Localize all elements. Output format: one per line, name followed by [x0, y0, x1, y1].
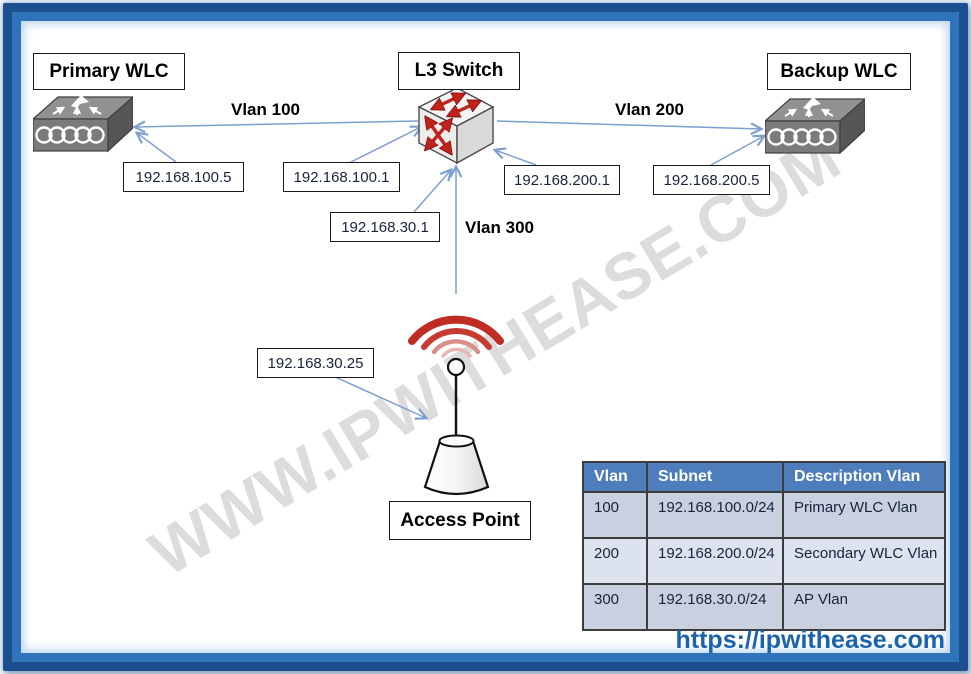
l3-switch-label: L3 Switch: [398, 52, 520, 90]
description-cell: Primary WLC Vlan: [782, 491, 946, 539]
primary-wlc-ip-arrow: [137, 133, 177, 163]
description-cell: Secondary WLC Vlan: [782, 537, 946, 585]
switch-vlan200-ip-box: 192.168.200.1: [504, 165, 620, 195]
vlan-cell: 200: [582, 537, 648, 585]
vlan200-label: Vlan 200: [615, 100, 684, 119]
ap-ip-arrow: [332, 375, 426, 418]
backup-wlc-ip-arrow: [710, 136, 764, 166]
ap-ip-box: 192.168.30.25: [257, 348, 374, 378]
subnet-cell: 192.168.100.0/24: [646, 491, 784, 539]
l3-switch-icon: [417, 87, 495, 165]
table-row: 100 192.168.100.0/24 Primary WLC Vlan: [582, 491, 946, 539]
switch-vlan100-ip-arrow: [350, 127, 421, 163]
radio-waves-icon: [408, 315, 504, 358]
access-point-label: Access Point: [389, 501, 531, 540]
connector-lines: [135, 120, 764, 418]
vlan-table-header-row: Vlan Subnet Description Vlan: [582, 461, 946, 493]
subnet-column-header: Subnet: [646, 461, 784, 493]
site-url-link[interactable]: https://ipwithease.com: [675, 626, 945, 654]
primary-wlc-label: Primary WLC: [33, 53, 185, 90]
frame-mid-border: [12, 12, 959, 662]
table-row: 300 192.168.30.0/24 AP Vlan: [582, 583, 946, 631]
description-cell: AP Vlan: [782, 583, 946, 631]
backup-wlc-icon: [765, 97, 865, 153]
switch-vlan300-ip-arrow: [413, 170, 451, 213]
subnet-cell: 192.168.200.0/24: [646, 537, 784, 585]
vlan200-link-line: [496, 120, 761, 129]
switch-vlan200-ip-arrow: [495, 150, 537, 166]
primary-wlc-ip-box: 192.168.100.5: [123, 162, 244, 192]
access-point-icon: [408, 315, 504, 496]
table-row: 200 192.168.200.0/24 Secondary WLC Vlan: [582, 537, 946, 585]
vlan-cell: 100: [582, 491, 648, 539]
vlan-cell: 300: [582, 583, 648, 631]
vlan-column-header: Vlan: [582, 461, 648, 493]
backup-wlc-label: Backup WLC: [767, 53, 911, 90]
vlan100-label: Vlan 100: [231, 100, 300, 119]
primary-wlc-icon: [33, 95, 133, 151]
switch-vlan100-ip-box: 192.168.100.1: [283, 162, 400, 192]
frame-outer-border: [3, 3, 968, 671]
vlan-table: Vlan Subnet Description Vlan 100 192.168…: [582, 461, 946, 631]
vlan100-link-line: [135, 120, 419, 127]
vlan300-label: Vlan 300: [465, 218, 534, 237]
description-column-header: Description Vlan: [782, 461, 946, 493]
subnet-cell: 192.168.30.0/24: [646, 583, 784, 631]
backup-wlc-ip-box: 192.168.200.5: [653, 165, 770, 195]
switch-vlan300-ip-box: 192.168.30.1: [330, 212, 440, 242]
